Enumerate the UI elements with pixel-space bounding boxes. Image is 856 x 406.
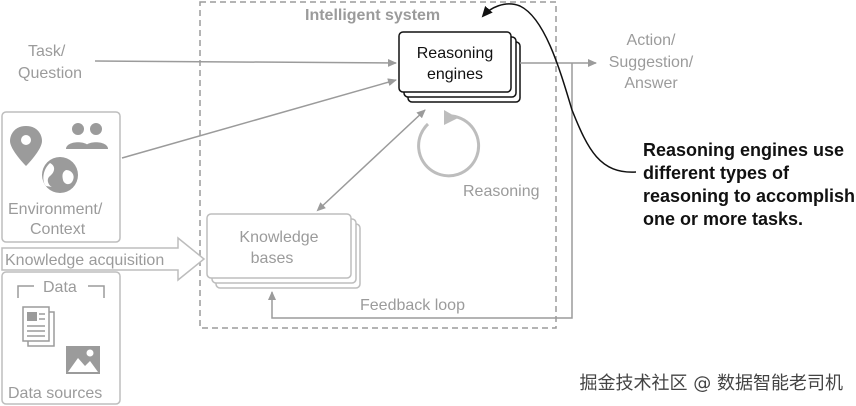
output-label-3: Answer: [624, 75, 678, 92]
knowledge-bases-stack: Knowledge bases: [206, 213, 361, 289]
image-icon: [66, 346, 100, 374]
reasoning-loop-label: Reasoning: [463, 183, 540, 200]
document-icon: [22, 306, 55, 347]
globe-icon: [42, 157, 78, 193]
data-title: Data: [43, 279, 77, 296]
reasoning-engines-stack: Reasoning engines: [398, 31, 521, 103]
watermark: 掘金技术社区 @ 数据智能老司机: [580, 373, 843, 394]
annotation-line-4: one or more tasks.: [643, 209, 803, 229]
annotation-line-2: different types of: [643, 163, 790, 183]
feedback-loop-line: [268, 63, 573, 319]
knowledge-bases-label-1: Knowledge: [239, 229, 318, 246]
output-label-1: Action/: [627, 32, 676, 49]
knowledge-acquisition-arrow: [1, 236, 206, 282]
task-label-1: Task/: [28, 43, 66, 60]
reasoning-engines-label-2: engines: [427, 66, 483, 83]
output-label-2: Suggestion/: [609, 54, 694, 71]
task-arrow: [94, 58, 397, 67]
data-bracket: [17, 285, 105, 298]
task-label-2: Question: [18, 65, 82, 82]
environment-label-1: Environment/: [8, 201, 103, 218]
annotation-line-3: reasoning to accomplish: [643, 186, 855, 206]
reasoning-loop-arrowhead: [444, 110, 458, 125]
intelligent-system-boundary: [199, 1, 557, 329]
people-icon: [66, 123, 108, 149]
reasoning-loop: [417, 114, 481, 178]
environment-arrow: [121, 78, 397, 159]
kb-engine-arrow: [316, 109, 426, 212]
knowledge-acquisition-label: Knowledge acquisition: [5, 252, 164, 269]
location-pin-icon: [10, 126, 42, 166]
knowledge-bases-label-2: bases: [251, 250, 294, 267]
annotation-arrow: [481, 3, 637, 173]
intelligent-system-title: Intelligent system: [305, 7, 440, 24]
environment-label-2: Context: [30, 221, 86, 238]
annotation-text: Reasoning engines use different types of…: [643, 140, 855, 229]
reasoning-engines-label-1: Reasoning: [417, 45, 494, 62]
annotation-line-1: Reasoning engines use: [643, 140, 844, 160]
feedback-loop-label: Feedback loop: [360, 297, 465, 314]
data-sources-label: Data sources: [8, 385, 102, 402]
